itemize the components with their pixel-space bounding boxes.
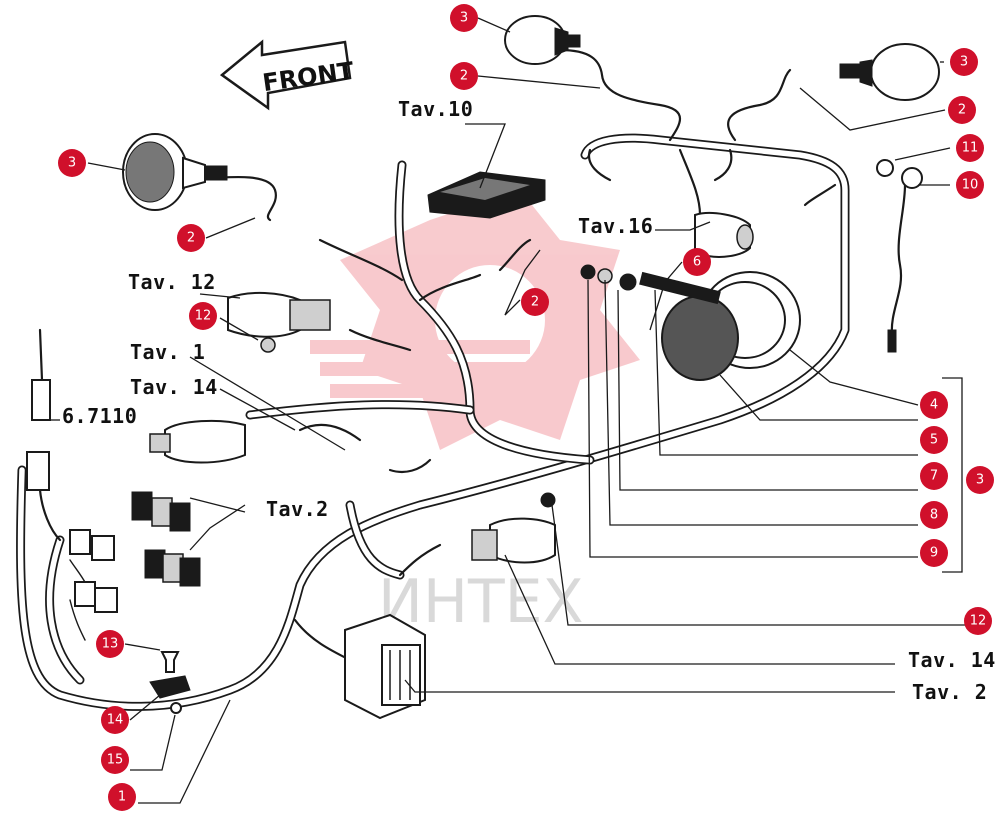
svg-text:3: 3: [960, 55, 968, 70]
callout-2-left: 2: [177, 224, 205, 252]
wires: [38, 48, 907, 662]
front-arrow-icon: [219, 39, 352, 111]
svg-text:5: 5: [930, 433, 938, 448]
ref-tav12: Tav. 12: [128, 270, 216, 294]
washer-15: [170, 702, 182, 714]
motor-tav16: [694, 212, 754, 258]
svg-text:3: 3: [460, 11, 468, 26]
ref-tav2-right: Tav. 2: [912, 680, 988, 704]
svg-text:8: 8: [930, 508, 938, 523]
callout-1: 1: [108, 783, 136, 811]
connector-6-7110: [26, 379, 51, 491]
callout-2-right: 2: [948, 96, 976, 124]
ref-tav10: Tav.10: [398, 97, 474, 121]
switch-blocks-tav2: [131, 491, 201, 587]
sensor-10: [876, 159, 923, 353]
svg-text:15: 15: [107, 753, 124, 768]
svg-text:12: 12: [195, 309, 212, 324]
callout-10: 10: [956, 171, 984, 199]
callout-11: 11: [956, 134, 984, 162]
callout-8: 8: [920, 501, 948, 529]
callout-12-right: 12: [964, 607, 992, 635]
ref-tav2-left: Tav.2: [266, 497, 329, 521]
callout-3-top: 3: [450, 4, 478, 32]
tail-lamp: [580, 264, 801, 381]
module-tav10: [427, 171, 546, 219]
svg-text:2: 2: [531, 295, 539, 310]
leader-lines: [45, 17, 968, 804]
callout-3-bracket: 3: [966, 466, 994, 494]
callout-5: 5: [920, 426, 948, 454]
callout-12-left: 12: [189, 302, 217, 330]
fuse-box: [344, 613, 426, 720]
clip-14: [149, 675, 191, 699]
callout-2-top: 2: [450, 62, 478, 90]
svg-text:1: 1: [118, 790, 126, 805]
callout-13: 13: [96, 630, 124, 658]
watermark-logo: [310, 190, 640, 450]
callout-3-left: 3: [58, 149, 86, 177]
svg-text:4: 4: [930, 398, 938, 413]
callout-4: 4: [920, 391, 948, 419]
svg-text:10: 10: [962, 178, 979, 193]
svg-text:3: 3: [976, 473, 984, 488]
svg-text:7: 7: [930, 469, 938, 484]
svg-text:2: 2: [958, 103, 966, 118]
watermark-text: ИНТЕХ: [378, 567, 584, 637]
ref-6-7110: 6.7110: [62, 404, 138, 428]
callout-3-right-lamp: 3: [950, 48, 978, 76]
work-lamp-top: [504, 15, 581, 65]
motor-tav14-left: [149, 419, 246, 464]
callout-6: 6: [683, 248, 711, 276]
svg-text:2: 2: [460, 69, 468, 84]
motor-tav12: [227, 291, 331, 353]
svg-text:2: 2: [187, 231, 195, 246]
ref-tav14-right: Tav. 14: [908, 648, 996, 672]
ref-tav16: Tav.16: [578, 214, 654, 238]
svg-text:6: 6: [693, 255, 701, 270]
ref-tav1: Tav. 1: [130, 340, 206, 364]
callout-14: 14: [101, 706, 129, 734]
ref-tav14-left: Tav. 14: [130, 375, 218, 399]
svg-text:11: 11: [962, 141, 979, 156]
work-lamp-left: [122, 133, 228, 211]
svg-text:12: 12: [970, 614, 987, 629]
svg-text:3: 3: [68, 156, 76, 171]
svg-text:14: 14: [107, 713, 124, 728]
callout-9: 9: [920, 539, 948, 567]
relay-group: [69, 529, 118, 613]
svg-text:9: 9: [930, 546, 938, 561]
screw-13: [160, 651, 180, 673]
main-harness: [16, 133, 850, 711]
svg-text:13: 13: [102, 637, 119, 652]
callout-2-center: 2: [521, 288, 549, 316]
callout-7: 7: [920, 462, 948, 490]
work-lamp-right: [839, 43, 940, 101]
motor-tav14-right: [471, 492, 556, 564]
callout-15: 15: [101, 746, 129, 774]
